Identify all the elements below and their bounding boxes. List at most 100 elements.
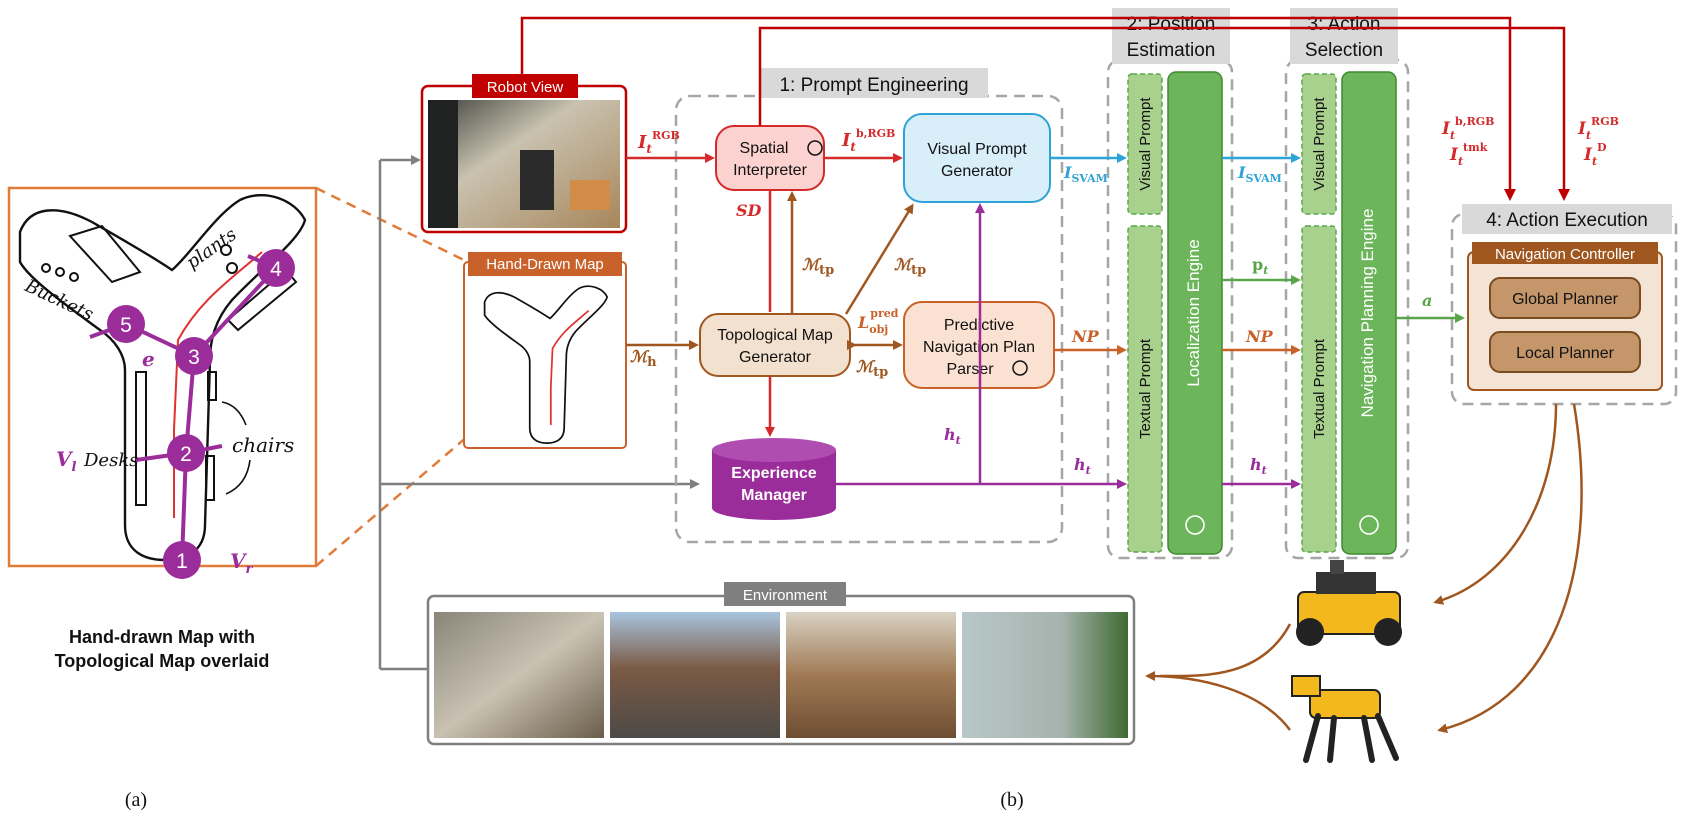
svg-text:4: 4 (270, 258, 282, 281)
label-I-b-rgb-tmk: Itb,RGB Ittmk (1441, 110, 1500, 168)
wall-segment (68, 224, 142, 284)
label-M-tp-3: ℳtp (856, 357, 888, 380)
hand-drawn-map-title: Hand-Drawn Map (486, 256, 604, 273)
arrow-topological-to-visual-prompt-gen (844, 203, 914, 315)
localization-engine-box (1167, 71, 1223, 555)
svg-text:5: 5 (120, 314, 132, 337)
local-planner-box (1489, 331, 1641, 373)
node-1: 1 (163, 541, 201, 579)
textual-prompt-label-2: Textual Prompt (1311, 338, 1328, 439)
svg-text:1: 1 (176, 550, 188, 573)
node-2: 2 (167, 434, 205, 472)
wall-segment (207, 371, 217, 401)
environment-title: Environment (743, 587, 828, 604)
panel-b-label: (b) (1000, 789, 1023, 811)
arrow-robots-to-environment-2 (1145, 671, 1291, 731)
v-r-label: Vr (230, 549, 254, 577)
label-M-h: ℳh (630, 347, 657, 370)
global-planner-box (1489, 277, 1641, 319)
desks-label: Desks (83, 450, 138, 471)
svg-text:2: 2 (180, 443, 192, 466)
bucket-marker (69, 272, 79, 282)
prompt-engineering-group: 1: Prompt Engineering (674, 68, 1064, 544)
wall-segment (135, 371, 147, 506)
environment-photo (434, 612, 604, 738)
openai-icon (807, 140, 823, 156)
bucket-marker (55, 267, 65, 277)
arrow-robot-view-to-action-execution (520, 16, 1516, 201)
textual-prompt-box-1 (1127, 225, 1163, 553)
bucket-marker (41, 263, 51, 273)
openai-icon (1359, 515, 1379, 535)
gray-connectors (378, 155, 700, 671)
label-a: a (1422, 291, 1432, 310)
navigation-controller-title: Navigation Controller (1495, 246, 1635, 263)
global-planner-label: Global Planner (1512, 291, 1619, 308)
plant-marker (226, 262, 238, 274)
label-M-tp-1: ℳtp (802, 255, 834, 278)
hand-drawn-map-panel: Hand-Drawn Map (463, 252, 627, 449)
quadruped-robot-image (1291, 675, 1399, 763)
label-h-t-2: ht (1074, 455, 1091, 477)
prompt-engineering-title: 1: Prompt Engineering (779, 75, 968, 96)
panel-a: 1 2 3 4 5 plants Buckets Desks chairs e … (7, 186, 318, 811)
visual-prompt-label-2: Visual Prompt (1311, 97, 1328, 191)
chairs-arrow (225, 459, 251, 495)
visual-prompt-generator-box (903, 113, 1051, 203)
hand-drawn-map-sketch (483, 285, 609, 444)
label-SD: SD (736, 201, 762, 220)
visual-prompt-box-2 (1301, 73, 1337, 215)
robot-view-panel: Robot View (420, 74, 628, 234)
arrow-robot-view-to-action-execution-2 (758, 26, 1570, 201)
robot-view-title: Robot View (487, 79, 564, 96)
navigation-planning-engine-box (1341, 71, 1397, 555)
wheeled-robot-image (1296, 560, 1402, 646)
arrow-robots-to-environment (1159, 623, 1292, 678)
label-I-rgb-d: ItRGB ItD (1577, 110, 1625, 168)
svg-text:3: 3 (188, 346, 200, 369)
action-execution-group: 4: Action Execution Navigation Controlle… (1450, 204, 1678, 406)
environment-photo (962, 612, 1128, 738)
chairs-label: chairs (232, 433, 294, 457)
label-NP-2: NP (1245, 327, 1274, 346)
arrow-execution-to-wheeled-robot (1433, 403, 1558, 605)
node-5: 5 (107, 305, 145, 343)
environment-panel: Environment (426, 582, 1136, 746)
label-NP-1: NP (1071, 327, 1100, 346)
node-4: 4 (257, 249, 295, 287)
edge-label: e (142, 347, 155, 371)
corridor-outline (18, 194, 307, 562)
trajectory-line (173, 251, 263, 518)
label-M-tp-2: ℳtp (894, 255, 926, 278)
wall-segment (205, 455, 215, 501)
label-I-b-rgb: Itb,RGB (841, 127, 895, 154)
navigation-planning-engine-label: Navigation Planning Engine (1358, 209, 1377, 418)
chairs-arrow (221, 401, 247, 426)
label-p-t: pt (1252, 255, 1268, 277)
openai-icon (1012, 360, 1028, 376)
v-l-label: Vl (56, 447, 77, 475)
spatial-interpreter-box (715, 125, 825, 191)
callout-line (315, 186, 469, 264)
label-I-svam-1: ISVAM (1063, 163, 1108, 185)
label-h-t-3: ht (1250, 455, 1267, 477)
visual-prompt-box-1 (1127, 73, 1163, 215)
arrow-execution-to-quadruped-robot (1437, 403, 1583, 734)
plant-marker (220, 244, 232, 256)
callout-line (315, 435, 469, 567)
textual-prompt-label-1: Textual Prompt (1137, 338, 1154, 439)
environment-photo (610, 612, 780, 738)
label-I-svam-2: ISVAM (1237, 163, 1282, 185)
openai-icon (1185, 515, 1205, 535)
node-3: 3 (175, 337, 213, 375)
localization-engine-label: Localization Engine (1184, 239, 1203, 386)
label-I-rgb: ItRGB (637, 129, 680, 156)
wall-segment (226, 268, 298, 332)
